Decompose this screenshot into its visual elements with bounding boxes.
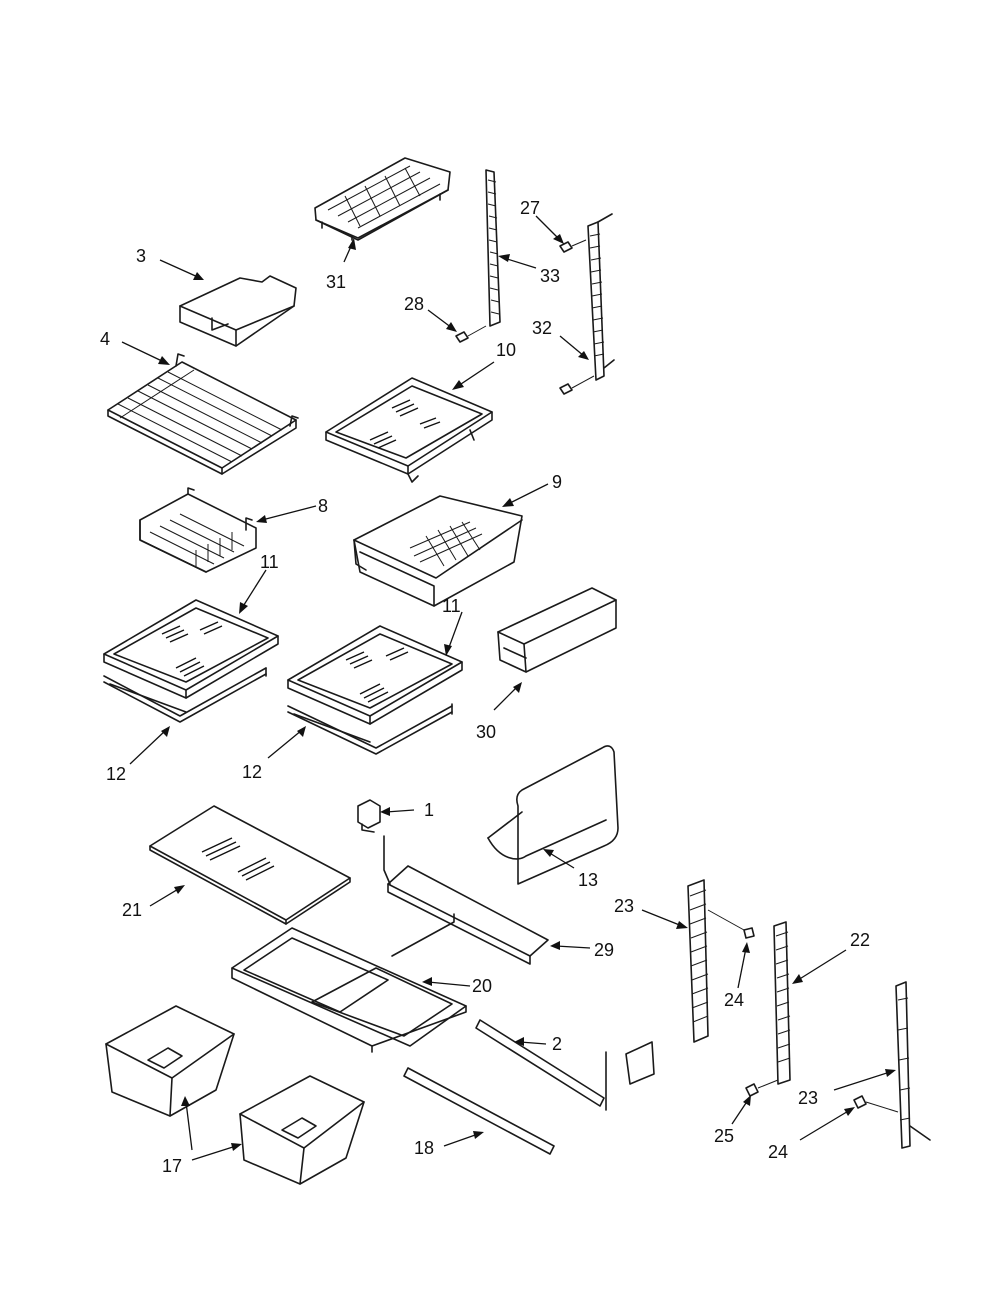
callout-25: 25: [714, 1126, 734, 1146]
part-18-rod: [403, 1067, 555, 1155]
part-11-12-left-shelf-assembly: [103, 599, 279, 723]
callout-20: 20: [472, 976, 492, 996]
part-32-shelf-ladder: [587, 213, 615, 381]
part-17-crisper-pan-left: [105, 1005, 235, 1117]
callout-30: 30: [476, 722, 496, 742]
part-9-crisper-drawer: [353, 495, 523, 607]
callout-24-upper: 24: [724, 990, 744, 1010]
part-1-clip: [357, 799, 381, 833]
callout-10: 10: [496, 340, 516, 360]
part-21-glass-panel: [149, 805, 351, 925]
callout-12-right: 12: [242, 762, 262, 782]
part-10-glass-shelf: [325, 377, 493, 483]
part-32-screw: [559, 375, 595, 395]
part-20-crisper-frame: [231, 927, 467, 1053]
leader-lines: [121, 215, 896, 1161]
part-24-screw-lower: [853, 1095, 899, 1113]
callout-11-left: 11: [260, 552, 279, 572]
callout-18: 18: [414, 1138, 434, 1158]
part-30-door-bin: [497, 587, 617, 673]
part-33-shelf-ladder: [485, 169, 501, 327]
callout-29: 29: [594, 940, 614, 960]
callout-24-lower: 24: [768, 1142, 788, 1162]
callout-21: 21: [122, 900, 142, 920]
callout-27: 27: [520, 198, 540, 218]
part-3-small-storage-bin: [179, 275, 297, 347]
part-4-wire-shelf: [107, 353, 299, 475]
callout-4: 4: [100, 329, 110, 349]
part-23-ladder-right: [895, 981, 931, 1149]
callout-11-right: 11: [442, 596, 461, 616]
callout-2: 2: [552, 1034, 562, 1054]
part-17-crisper-pan-right: [239, 1075, 365, 1185]
callout-labels: 3 4 31 33 27 28 32 10 8 9 11 11 12 12 30…: [100, 198, 870, 1176]
part-28-screw: [455, 325, 487, 343]
callout-17: 17: [162, 1156, 182, 1176]
callout-23-left: 23: [614, 896, 634, 916]
callout-13: 13: [578, 870, 598, 890]
part-24-screw-upper: [707, 909, 755, 939]
part-clip-bracket: [605, 1041, 655, 1111]
part-23-ladder-left: [687, 879, 709, 1043]
callout-12-left: 12: [106, 764, 126, 784]
callout-32: 32: [532, 318, 552, 338]
callout-31: 31: [326, 272, 346, 292]
callout-3: 3: [136, 246, 146, 266]
callout-8: 8: [318, 496, 328, 516]
part-13-curved-trim: [487, 745, 619, 885]
callout-22: 22: [850, 930, 870, 950]
part-27-screw: [559, 239, 587, 253]
part-29-cover: [383, 835, 549, 965]
callout-9: 9: [552, 472, 562, 492]
part-31-ice-cube-tray: [314, 157, 451, 241]
part-25-screw: [745, 1079, 779, 1097]
part-2-rod: [475, 1019, 605, 1107]
callout-1: 1: [424, 800, 434, 820]
callout-33: 33: [540, 266, 560, 286]
part-11-12-right-shelf-assembly: [287, 625, 463, 755]
part-22-ladder: [773, 921, 791, 1085]
callout-23-right: 23: [798, 1088, 818, 1108]
part-8-wire-basket: [139, 487, 257, 573]
callout-28: 28: [404, 294, 424, 314]
